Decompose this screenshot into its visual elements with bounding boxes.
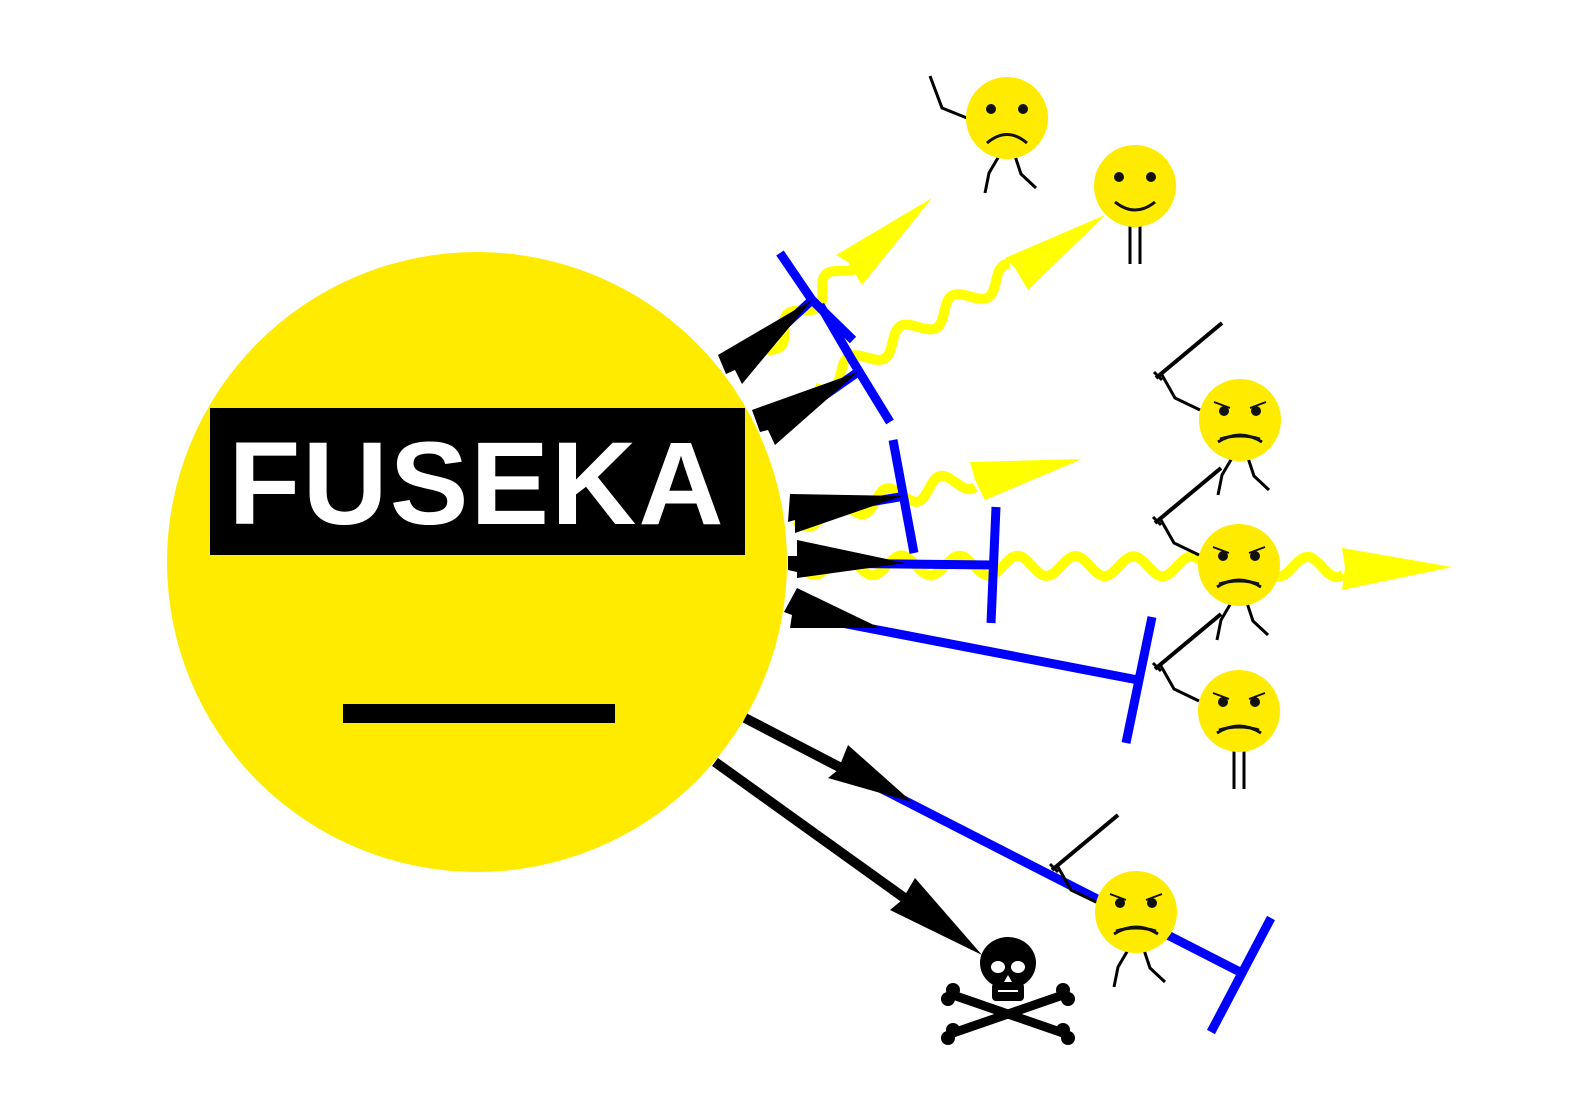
arrowhead xyxy=(752,372,858,445)
inhibit-bar xyxy=(1121,616,1157,744)
signal-wave xyxy=(764,264,856,355)
inhibition-lines xyxy=(741,250,1275,1035)
signal-arrowhead xyxy=(970,459,1082,500)
activation-arrows xyxy=(712,300,982,955)
arrowhead xyxy=(784,588,880,628)
angry-face-icon xyxy=(1151,466,1280,641)
inhibit-line xyxy=(877,783,1243,977)
signal-arrowhead xyxy=(1342,548,1452,590)
inhibit-bar xyxy=(816,302,894,425)
main-node-circle xyxy=(167,252,787,872)
arrowhead xyxy=(788,494,902,533)
arrowhead xyxy=(890,878,982,955)
minus-sign xyxy=(343,704,615,723)
signal-wave xyxy=(813,258,1011,396)
arrow-shaft xyxy=(742,713,848,775)
main-node-label-bg xyxy=(210,408,745,555)
arrowhead xyxy=(718,300,812,384)
signal-arrowhead xyxy=(1005,215,1105,290)
inhibit-bar xyxy=(1207,915,1275,1035)
sad-face-icon xyxy=(928,75,1048,194)
signal-arrowhead xyxy=(836,198,932,285)
inhibit-bar xyxy=(986,506,1001,624)
arrow-shaft xyxy=(712,757,913,907)
angry-face-icon xyxy=(1048,813,1177,988)
main-node-label: FUSEKA xyxy=(228,418,725,550)
angry-face-icon xyxy=(1151,612,1280,789)
skull-crossbones-icon xyxy=(941,937,1075,1045)
happy-face-icon xyxy=(1094,145,1176,264)
arrowhead xyxy=(828,745,912,802)
angry-face-icon xyxy=(1152,321,1281,496)
arrowhead xyxy=(788,540,905,578)
